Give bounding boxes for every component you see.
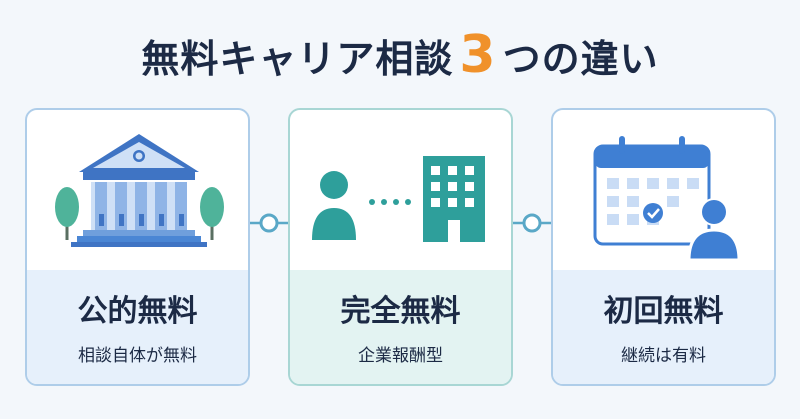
card-bottom: 初回無料 継続は有料 xyxy=(553,270,774,384)
card-bottom: 公的無料 相談自体が無料 xyxy=(27,270,248,384)
calendar-person-icon xyxy=(593,136,741,262)
connector-node xyxy=(513,213,551,233)
title-main: 無料キャリア相談 xyxy=(141,37,454,81)
connector-node xyxy=(250,213,288,233)
illustration-public xyxy=(27,110,248,270)
card-subtitle: 継続は有料 xyxy=(621,346,706,366)
card-title: 初回無料 xyxy=(603,294,724,329)
card-first-free: 初回無料 継続は有料 xyxy=(551,108,776,386)
title-suffix: つの違い xyxy=(502,37,659,81)
card-fully-free: 完全無料 企業報酬型 xyxy=(288,108,513,386)
card-title: 完全無料 xyxy=(340,294,461,329)
card-subtitle: 相談自体が無料 xyxy=(78,346,197,366)
card-public-free: 公的無料 相談自体が無料 xyxy=(25,108,250,386)
card-bottom: 完全無料 企業報酬型 xyxy=(290,270,511,384)
person-to-company-icon xyxy=(312,156,485,242)
title-number: 3 xyxy=(459,25,497,85)
government-building-icon xyxy=(55,134,224,247)
illustration-calendar xyxy=(553,110,774,270)
card-subtitle: 企業報酬型 xyxy=(358,346,443,366)
illustration-company xyxy=(290,110,511,270)
card-title: 公的無料 xyxy=(77,294,198,329)
